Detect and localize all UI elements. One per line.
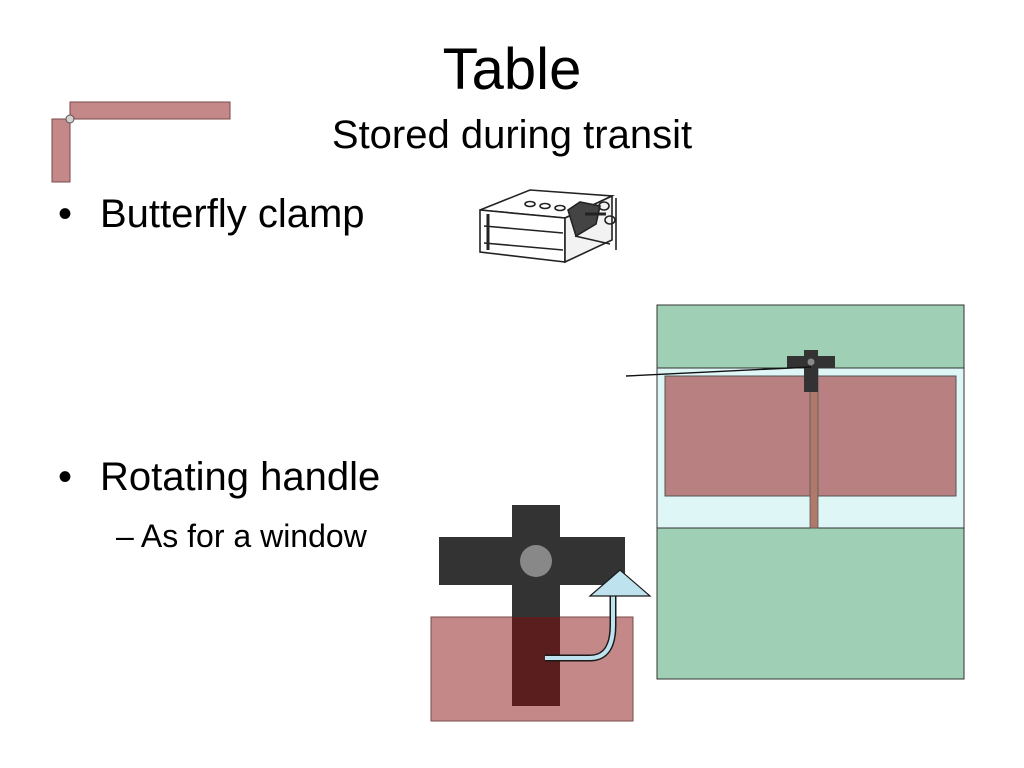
bullet-text: Rotating handle (100, 455, 381, 499)
bullet-rotating-handle: • Rotating handle (58, 455, 380, 499)
bullet-butterfly-clamp: • Butterfly clamp (58, 192, 365, 236)
slide-title: Table (442, 37, 582, 102)
sub-bullet-as-for-a-window: – As for a window (116, 518, 367, 554)
bullet-marker: • (58, 192, 73, 236)
butterfly-clamp-sketch (479, 189, 617, 264)
sub-bullet-text: As for a window (140, 518, 367, 554)
folded-table-icon (51, 101, 231, 183)
bullet-text: Butterfly clamp (100, 192, 365, 236)
sub-bullet-marker: – (116, 518, 134, 554)
slide-subtitle: Stored during transit (331, 113, 693, 157)
stored-table-panel (625, 304, 965, 680)
rotating-handle-diagram (430, 505, 652, 722)
bullet-marker: • (58, 455, 73, 499)
